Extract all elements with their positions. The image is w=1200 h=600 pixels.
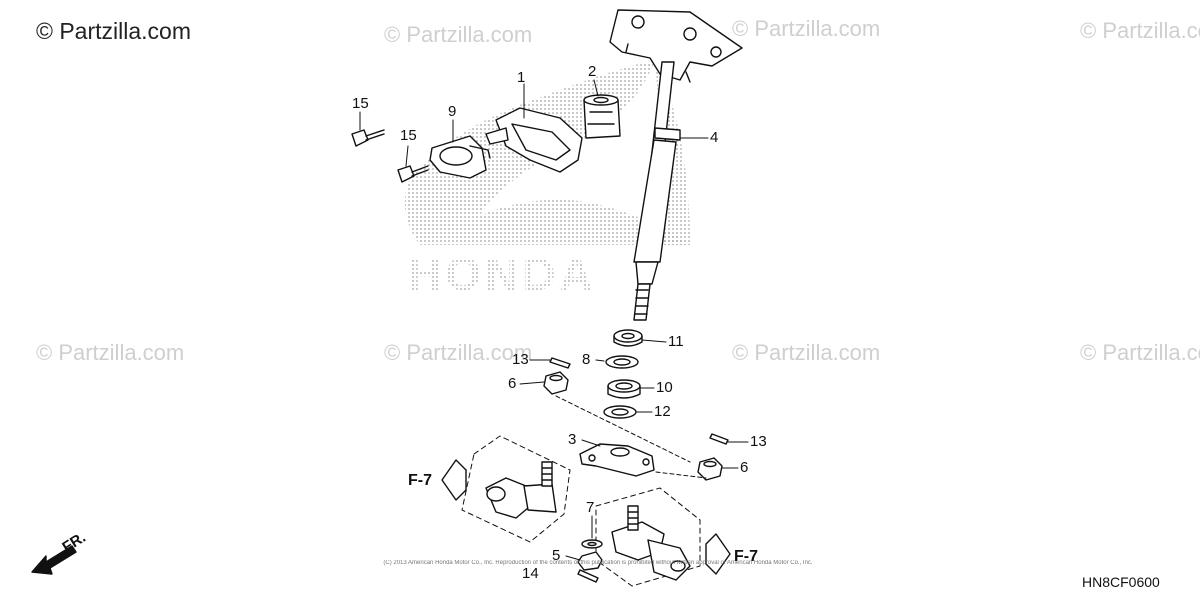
callout-10[interactable]: 10 (656, 379, 673, 396)
castle-nut-part-6-left (543, 371, 569, 395)
cotter-pin-part-14 (577, 569, 599, 583)
ref-arrow-right (705, 533, 731, 575)
callout-11[interactable]: 11 (668, 333, 684, 350)
partzilla-watermark: © Partzilla.com (36, 340, 185, 365)
callout-7[interactable]: 7 (586, 499, 595, 516)
flange-bolt-part-15-lower (397, 165, 429, 183)
copyright-notice: (C) 2013 American Honda Motor Co., Inc. … (383, 560, 813, 566)
callout-4[interactable]: 4 (710, 129, 719, 146)
steering-shaft-part-4 (609, 9, 743, 321)
shaft-bushing-part-2 (583, 94, 621, 139)
flange-bolt-part-15-upper (351, 129, 385, 147)
callout-5[interactable]: 5 (552, 547, 561, 564)
steering-cover-part-1 (485, 107, 583, 173)
callout-13-right[interactable]: 13 (750, 433, 767, 450)
ref-arrow-left (441, 459, 467, 501)
pitman-arm-part-3 (579, 443, 655, 477)
callout-15-upper[interactable]: 15 (352, 95, 369, 112)
callout-13-left[interactable]: 13 (512, 351, 529, 368)
callout-15-lower[interactable]: 15 (400, 127, 417, 144)
bearing-part-10 (607, 379, 641, 399)
partzilla-watermark: © Partzilla.com (732, 340, 881, 365)
partzilla-watermark: © Partzilla.com (384, 22, 533, 47)
oil-seal-part-11 (613, 329, 643, 347)
washer-part-8 (605, 355, 639, 369)
callout-2[interactable]: 2 (588, 63, 597, 80)
partzilla-watermark: © Partzilla.com (732, 16, 881, 41)
callout-9[interactable]: 9 (448, 103, 457, 120)
diagram-code: HN8CF0600 (1082, 574, 1160, 590)
callout-3[interactable]: 3 (568, 431, 577, 448)
callout-14[interactable]: 14 (522, 565, 539, 582)
partzilla-watermark: © Partzilla.com (1080, 340, 1200, 365)
front-direction-arrow (31, 545, 77, 575)
cotter-pin-part-13-right (709, 433, 729, 445)
shaft-clamp-part-9 (429, 135, 491, 179)
callout-12[interactable]: 12 (654, 403, 671, 420)
partzilla-watermark-main: © Partzilla.com (36, 18, 191, 44)
tie-rod-end-left (461, 435, 571, 543)
callout-8[interactable]: 8 (582, 351, 591, 368)
nut-part-5 (577, 551, 603, 571)
ref-label-left[interactable]: F-7 (408, 472, 432, 489)
ref-label-right[interactable]: F-7 (734, 548, 758, 565)
cotter-pin-part-13-left (549, 357, 571, 369)
tie-rod-end-right (595, 487, 701, 587)
honda-logo-text: HONDA (408, 248, 597, 300)
callout-6-left[interactable]: 6 (508, 375, 517, 392)
oil-seal-part-12 (603, 405, 637, 419)
callout-1[interactable]: 1 (517, 69, 526, 86)
castle-nut-part-6-right (697, 457, 723, 481)
partzilla-watermark: © Partzilla.com (384, 340, 533, 365)
washer-part-7 (581, 539, 603, 549)
partzilla-watermark: © Partzilla.com (1080, 18, 1200, 43)
callout-6-right[interactable]: 6 (740, 459, 749, 476)
